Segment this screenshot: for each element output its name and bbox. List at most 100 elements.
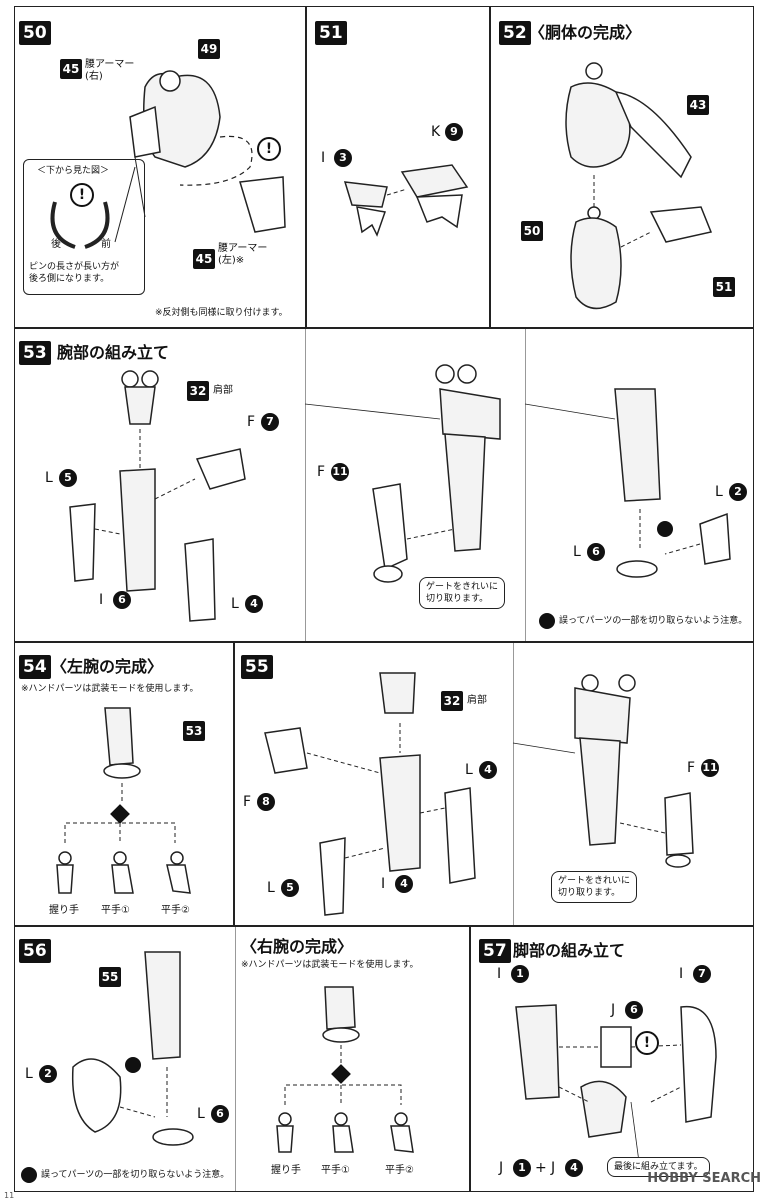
hand-fist-label: 握り手 <box>271 1165 301 1176</box>
step-50-number: 50 <box>19 21 51 45</box>
no-cut-icon <box>657 521 673 537</box>
hand-flat1-label: 平手① <box>321 1165 350 1176</box>
hand-flat2-label: 平手② <box>385 1165 414 1176</box>
part-f7-marker: 7 <box>261 413 279 431</box>
formula-j1-letter: J <box>499 1160 504 1176</box>
front-label: 前 <box>101 239 111 250</box>
part-45-left-marker: 45 <box>193 249 215 269</box>
gate-cut-callout: ゲートをきれいに 切り取ります。 <box>419 577 506 609</box>
formula-j4-letter: J <box>551 1160 556 1176</box>
bottom-view-box <box>23 159 145 295</box>
part-l5-marker: 5 <box>281 879 299 897</box>
inset-caution-icon: ! <box>70 183 94 207</box>
part-32-marker: 32 <box>441 691 463 711</box>
step-55-panel: 55 32 肩部 F 8 L 4 L 5 I 4 F 11 ゲートをきれいに 切… <box>234 642 754 926</box>
step-57-title: 脚部の組み立て <box>513 941 626 960</box>
runner-i-letter: I <box>99 592 104 608</box>
runner-i-letter: I <box>321 150 326 166</box>
step-53-title: 腕部の組み立て <box>57 343 170 362</box>
divider-1 <box>305 329 306 641</box>
part-i3-marker: 3 <box>334 149 352 167</box>
formula-plus: + <box>535 1160 547 1176</box>
part-43-marker: 43 <box>687 95 709 115</box>
no-cut-icon <box>125 1057 141 1073</box>
part-i4-marker: 4 <box>395 875 413 893</box>
step-52-title: 〈胴体の完成〉 <box>529 23 642 42</box>
part-i7-marker: 7 <box>693 965 711 983</box>
cut-caution-note: 誤ってパーツの一部を切り取らないよう注意。 <box>41 1170 230 1180</box>
runner-l6-letter: L <box>197 1106 205 1122</box>
step-52-panel: 52 〈胴体の完成〉 43 50 51 <box>490 6 754 328</box>
caution-icon: ! <box>257 137 281 161</box>
runner-l2-letter: L <box>25 1066 33 1082</box>
step-51-illustration <box>343 164 469 237</box>
part-j6-marker: 6 <box>625 1001 643 1019</box>
pin-length-note: ピンの長さが長い方が 後ろ側になります。 <box>29 262 120 284</box>
part-45-left-label: 腰アーマー (左)※ <box>218 243 268 266</box>
step-56-number: 56 <box>19 939 51 963</box>
step-57-number: 57 <box>479 939 511 963</box>
runner-l2-letter: L <box>715 484 723 500</box>
step-53-illustration <box>69 364 731 622</box>
step-57-panel: 57 脚部の組み立て I 1 J 6 ! I 7 J 1 + J 4 最後に組み… <box>470 926 754 1192</box>
step-50-footnote: ※反対側も同様に取り付けます。 <box>155 308 288 318</box>
part-f11-marker: 11 <box>701 759 719 777</box>
step-50-panel: 50 49 45 腰アーマー (右) ! 45 腰アーマー (左)※ ＜下から見… <box>14 6 306 328</box>
back-label: 後 <box>51 239 61 250</box>
runner-l6-letter: L <box>573 544 581 560</box>
part-f8-marker: 8 <box>257 793 275 811</box>
step-53-panel: 53 腕部の組み立て 32 肩部 F 7 L 5 I 6 L 4 F 11 ゲー <box>14 328 754 642</box>
runner-l4-letter: L <box>465 762 473 778</box>
step-50-illustration <box>50 70 286 249</box>
part-49-marker: 49 <box>198 39 220 59</box>
part-55-marker: 55 <box>99 967 121 987</box>
hand-fist-label: 握り手 <box>49 905 79 916</box>
shoulder-label: 肩部 <box>213 385 233 396</box>
caution-cut-icon <box>539 613 555 629</box>
hand-flat2-label: 平手② <box>161 905 190 916</box>
cut-caution-note: 誤ってパーツの一部を切り取らないよう注意。 <box>559 616 748 626</box>
caution-icon: ! <box>635 1031 659 1055</box>
part-50-marker: 50 <box>521 221 543 241</box>
watermark-logo: HOBBY SEARCH <box>647 1171 761 1186</box>
step-55-number: 55 <box>241 655 273 679</box>
part-l4-marker: 4 <box>479 761 497 779</box>
runner-i1-letter: I <box>497 966 502 982</box>
part-l2-marker: 2 <box>39 1065 57 1083</box>
hand-mode-note: ※ハンドパーツは武装モードを使用します。 <box>241 960 419 970</box>
part-l4-marker: 4 <box>245 595 263 613</box>
runner-l5-letter: L <box>267 880 275 896</box>
formula-j1-marker: 1 <box>513 1159 531 1177</box>
part-l6-marker: 6 <box>587 543 605 561</box>
hand-mode-note: ※ハンドパーツは武装モードを使用します。 <box>21 684 199 694</box>
runner-f11-letter: F <box>687 760 696 776</box>
step-53-number: 53 <box>19 341 51 365</box>
step-57-illustration <box>515 1004 717 1163</box>
part-45-right-marker: 45 <box>60 59 82 79</box>
step-56-illustration <box>71 951 414 1153</box>
page-number: 11 <box>4 1191 15 1200</box>
assemble-last-callout: 最後に組み立てます。 <box>607 1157 710 1177</box>
runner-i7-letter: I <box>679 966 684 982</box>
step-54-panel: 54 〈左腕の完成〉 ※ハンドパーツは武装モードを使用します。 53 握り手 平… <box>14 642 234 926</box>
runner-l-letter: L <box>45 470 53 486</box>
step-52-number: 52 <box>499 21 531 45</box>
part-l6-marker: 6 <box>211 1105 229 1123</box>
step-51-panel: 51 I 3 K 9 <box>306 6 490 328</box>
runner-i4-letter: I <box>381 876 386 892</box>
part-f11-marker: 11 <box>331 463 349 481</box>
step-56-right-arm-title: 〈右腕の完成〉 <box>241 937 354 956</box>
runner-j6-letter: J <box>611 1002 616 1018</box>
step-54-illustration <box>56 707 191 894</box>
part-i1-marker: 1 <box>511 965 529 983</box>
part-l2-marker: 2 <box>729 483 747 501</box>
hand-flat1-label: 平手① <box>101 905 130 916</box>
part-53-marker: 53 <box>183 721 205 741</box>
shoulder-label: 肩部 <box>467 695 487 706</box>
step-52-illustration <box>565 62 713 310</box>
step-54-number: 54 <box>19 655 51 679</box>
runner-k-letter: K <box>431 124 441 140</box>
runner-f-letter: F <box>247 414 256 430</box>
runner-l4-letter: L <box>231 596 239 612</box>
divider-2 <box>525 329 526 641</box>
